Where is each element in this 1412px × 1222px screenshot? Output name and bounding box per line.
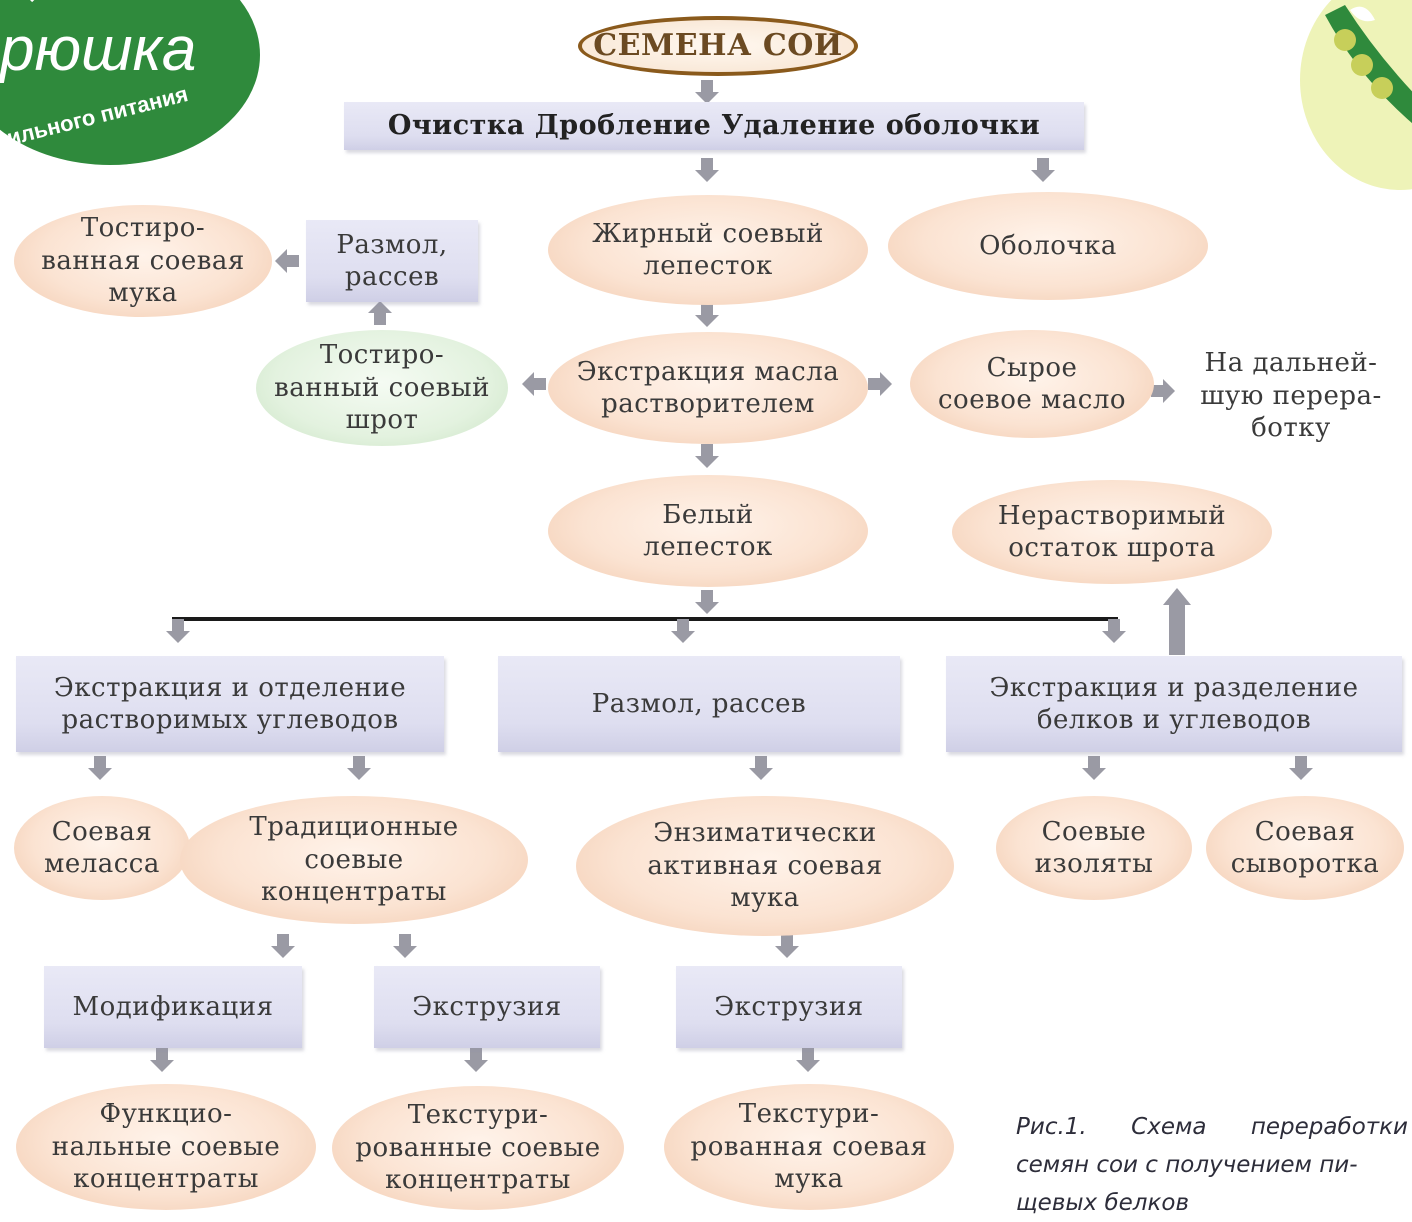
arrow-right-icon xyxy=(868,372,892,396)
arrow-down-icon xyxy=(796,1048,820,1072)
arrow-down-icon xyxy=(695,158,719,182)
arrow-down-icon xyxy=(271,934,295,958)
node-enzymatic-flour: Энзиматически активная соевая мука xyxy=(576,796,954,936)
arrow-down-icon xyxy=(1082,756,1106,780)
node-textured-flour: Текстури- рованная соевая мука xyxy=(664,1084,954,1210)
step-modification: Модификация xyxy=(44,966,302,1048)
arrow-right-icon xyxy=(1151,379,1175,403)
figure-caption: Рис.1. Схема переработки семян сои с пол… xyxy=(1016,1114,1408,1216)
step-extrusion-2: Экструзия xyxy=(676,966,902,1048)
arrow-down-icon xyxy=(464,1048,488,1072)
node-further-processing: На дальней- шую перера- ботку xyxy=(1200,348,1382,444)
arrow-up-icon xyxy=(368,301,392,325)
node-toasted-meal: Тостиро- ванный соевый шрот xyxy=(256,330,508,446)
step-grind-sieve-1: Размол, рассев xyxy=(306,220,478,302)
arrow-down-icon xyxy=(347,756,371,780)
arrow-down-icon xyxy=(671,619,695,643)
arrow-down-icon xyxy=(749,756,773,780)
arrow-left-icon xyxy=(522,372,546,396)
node-insoluble-residue: Нерастворимый остаток шрота xyxy=(952,480,1272,584)
arrow-down-icon xyxy=(695,444,719,468)
node-white-flake: Белый лепесток xyxy=(548,475,868,587)
arrow-left-icon xyxy=(275,249,299,273)
step-carb-extraction: Экстракция и отделение растворимых углев… xyxy=(16,656,444,752)
arrow-down-icon xyxy=(1031,158,1055,182)
arrow-down-icon xyxy=(393,934,417,958)
step-extrusion-1: Экструзия xyxy=(374,966,600,1048)
arrow-down-icon xyxy=(695,590,719,614)
node-toasted-flour: Тостиро- ванная соевая мука xyxy=(14,205,272,317)
arrow-down-icon xyxy=(695,80,719,104)
node-functional-concentrates: Функцио- нальные соевые концентраты xyxy=(16,1084,316,1210)
node-crude-oil: Сырое соевое масло xyxy=(910,330,1154,438)
brand-logo: рюшка вильного питания xyxy=(0,0,260,165)
node-isolates: Соевые изоляты xyxy=(996,796,1192,900)
arrow-down-icon xyxy=(1102,619,1126,643)
step-protein-extraction: Экстракция и разделение белков и углевод… xyxy=(946,656,1402,752)
node-hull: Оболочка xyxy=(888,192,1208,300)
arrow-down-icon xyxy=(775,934,799,958)
arrow-up-icon xyxy=(1163,588,1191,655)
diagram-title: СЕМЕНА СОИ xyxy=(578,16,858,76)
pea-pod-logo xyxy=(1300,0,1412,190)
node-textured-concentrates: Текстури- рованные соевые концентраты xyxy=(332,1086,624,1210)
node-molasses: Соевая меласса xyxy=(14,796,190,900)
arrow-down-icon xyxy=(166,619,190,643)
arrow-down-icon xyxy=(88,756,112,780)
node-fat-flake: Жирный соевый лепесток xyxy=(548,195,868,305)
node-traditional-concentrates: Традиционные соевые концентраты xyxy=(180,796,528,924)
step-cleaning: Очистка Дробление Удаление оболочки xyxy=(344,102,1084,150)
arrow-down-icon xyxy=(150,1048,174,1072)
node-whey: Соевая сыворотка xyxy=(1206,796,1404,900)
step-grind-sieve-2: Размол, рассев xyxy=(498,656,900,752)
node-oil-extraction: Экстракция масла растворителем xyxy=(548,332,868,444)
brand-logo-text: рюшка xyxy=(0,15,196,84)
arrow-down-icon xyxy=(695,303,719,327)
arrow-down-icon xyxy=(1289,756,1313,780)
